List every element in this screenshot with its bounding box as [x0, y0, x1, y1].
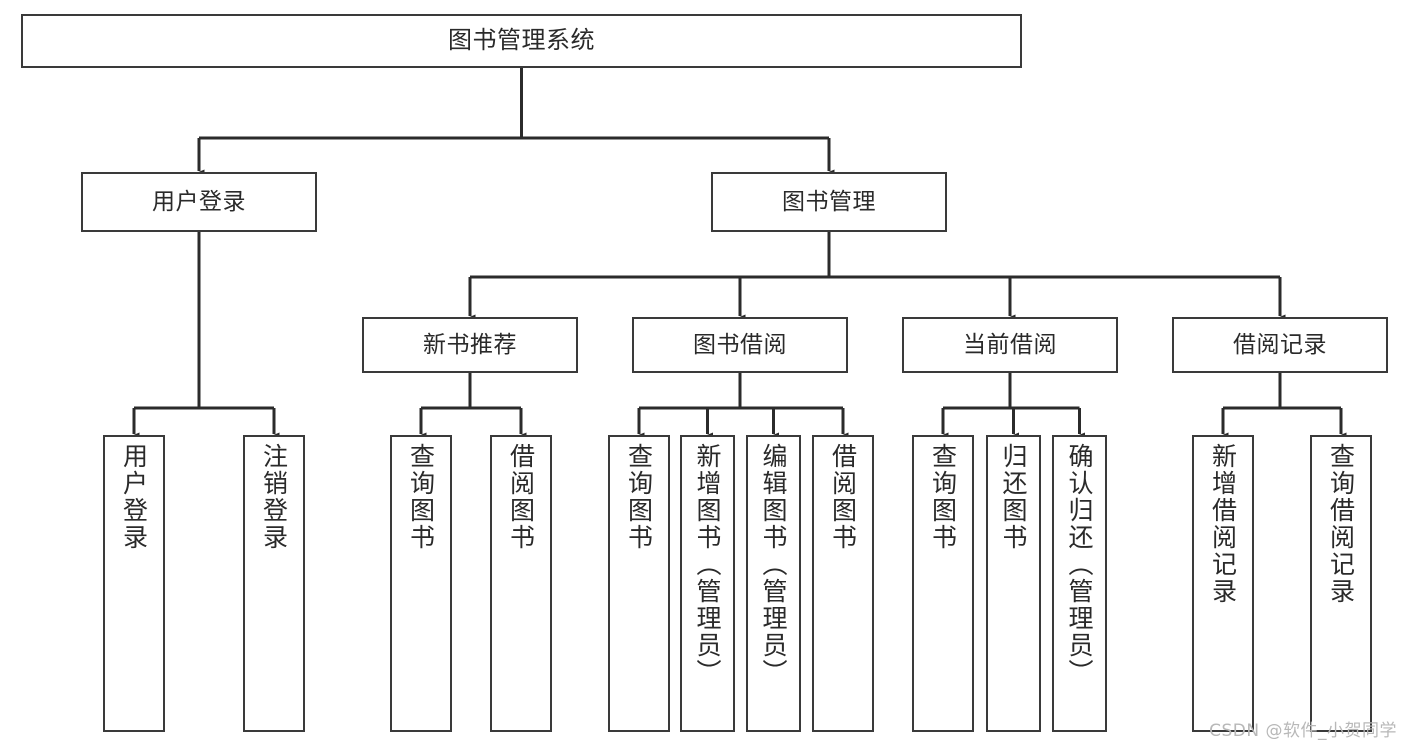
watermark-label: CSDN @软件_小贺同学: [1209, 721, 1397, 741]
node-login[interactable]: 用户登录: [81, 172, 317, 232]
node-leaf-bo-edit[interactable]: 编辑图书（管理员）: [746, 435, 801, 732]
node-label-leaf-user-login: 用户登录: [119, 443, 149, 551]
node-leaf-cu-confirm[interactable]: 确认归还（管理员）: [1052, 435, 1107, 732]
node-label-root: 图书管理系统: [448, 26, 595, 55]
node-bookmgmt[interactable]: 图书管理: [711, 172, 947, 232]
node-root[interactable]: 图书管理系统: [21, 14, 1022, 68]
node-label-newbook: 新书推荐: [423, 331, 517, 358]
node-label-current: 当前借阅: [963, 331, 1057, 358]
node-newbook[interactable]: 新书推荐: [362, 317, 578, 373]
node-label-leaf-cu-return: 归还图书: [999, 443, 1028, 551]
node-label-leaf-nb-borrow: 借阅图书: [506, 443, 536, 551]
node-label-leaf-bo-borrow: 借阅图书: [828, 443, 858, 551]
node-leaf-re-query[interactable]: 查询借阅记录: [1310, 435, 1372, 732]
node-leaf-nb-borrow[interactable]: 借阅图书: [490, 435, 552, 732]
node-borrow[interactable]: 图书借阅: [632, 317, 848, 373]
node-label-leaf-cu-confirm: 确认归还（管理员）: [1065, 443, 1094, 686]
node-label-leaf-re-query: 查询借阅记录: [1326, 443, 1356, 605]
node-leaf-re-add[interactable]: 新增借阅记录: [1192, 435, 1254, 732]
node-label-leaf-bo-edit: 编辑图书（管理员）: [759, 443, 788, 686]
node-label-borrow: 图书借阅: [693, 331, 787, 358]
node-leaf-bo-query[interactable]: 查询图书: [608, 435, 670, 732]
node-current[interactable]: 当前借阅: [902, 317, 1118, 373]
node-label-leaf-bo-add: 新增图书（管理员）: [693, 443, 722, 686]
node-label-leaf-bo-query: 查询图书: [624, 443, 654, 551]
node-leaf-user-logout[interactable]: 注销登录: [243, 435, 305, 732]
node-label-bookmgmt: 图书管理: [782, 188, 876, 215]
node-leaf-cu-return[interactable]: 归还图书: [986, 435, 1041, 732]
node-leaf-bo-borrow[interactable]: 借阅图书: [812, 435, 874, 732]
node-leaf-user-login[interactable]: 用户登录: [103, 435, 165, 732]
node-records[interactable]: 借阅记录: [1172, 317, 1388, 373]
node-label-leaf-cu-query: 查询图书: [928, 443, 958, 551]
node-label-login: 用户登录: [152, 188, 246, 215]
node-leaf-bo-add[interactable]: 新增图书（管理员）: [680, 435, 735, 732]
node-label-leaf-user-logout: 注销登录: [259, 443, 289, 551]
node-label-leaf-re-add: 新增借阅记录: [1208, 443, 1238, 605]
node-leaf-cu-query[interactable]: 查询图书: [912, 435, 974, 732]
node-label-records: 借阅记录: [1233, 331, 1327, 358]
node-label-leaf-nb-query: 查询图书: [406, 443, 436, 551]
node-leaf-nb-query[interactable]: 查询图书: [390, 435, 452, 732]
